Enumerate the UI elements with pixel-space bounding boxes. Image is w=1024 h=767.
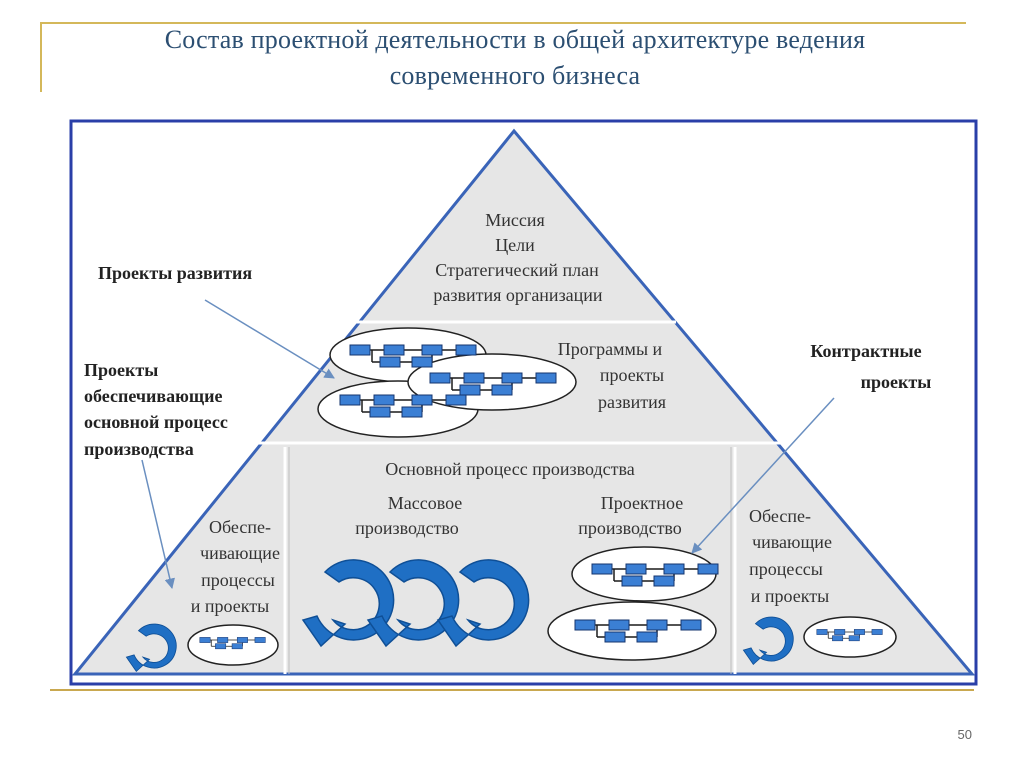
middle-projects: проекты bbox=[600, 365, 664, 385]
slide-title: Состав проектной деятельности в общей ар… bbox=[40, 22, 990, 94]
right-support-line-1: Обеспе- bbox=[749, 506, 811, 526]
right-support-line-2: чивающие bbox=[752, 532, 832, 552]
title-left-rule bbox=[40, 22, 42, 92]
apex-mission: Миссия bbox=[485, 210, 545, 230]
bottom-rule bbox=[50, 689, 974, 691]
callout-development-projects: Проекты развития bbox=[98, 263, 252, 283]
project-production-line-2: производство bbox=[578, 518, 682, 538]
title-top-rule bbox=[40, 22, 966, 24]
base-heading: Основной процесс производства bbox=[385, 459, 635, 479]
left-support-line-4: и проекты bbox=[191, 596, 269, 616]
arrow-contract-projects bbox=[691, 397, 835, 554]
callout-supporting-line-2: обеспечивающие bbox=[84, 386, 222, 406]
apex-strategic-plan: Стратегический план bbox=[435, 260, 599, 280]
callout-supporting-line-1: Проекты bbox=[84, 360, 158, 380]
arrow-supporting-projects bbox=[141, 459, 175, 590]
left-support-line-1: Обеспе- bbox=[209, 517, 271, 537]
apex-goals: Цели bbox=[495, 235, 535, 255]
slide-title-line-1: Состав проектной деятельности в общей ар… bbox=[164, 25, 866, 54]
callout-contract-line-1: Контрактные bbox=[810, 341, 921, 361]
middle-programs: Программы и bbox=[558, 339, 663, 359]
callout-supporting-line-4: производства bbox=[84, 439, 194, 459]
mass-production-line-2: производство bbox=[355, 518, 459, 538]
right-support-line-4: и проекты bbox=[751, 586, 829, 606]
arrow-development-projects bbox=[204, 299, 335, 379]
right-support-line-3: процессы bbox=[749, 559, 823, 579]
project-ellipse-2 bbox=[547, 601, 717, 661]
callout-contract-line-2: проекты bbox=[861, 372, 932, 392]
page-number: 50 bbox=[957, 727, 972, 742]
callout-supporting-line-3: основной процесс bbox=[84, 412, 228, 432]
slide-title-line-2: современного бизнеса bbox=[389, 61, 641, 90]
left-support-line-2: чивающие bbox=[200, 543, 280, 563]
middle-development: развития bbox=[598, 392, 666, 412]
project-production-line-1: Проектное bbox=[601, 493, 683, 513]
mass-production-line-1: Массовое bbox=[388, 493, 463, 513]
left-support-line-3: процессы bbox=[201, 570, 275, 590]
apex-development: развития организации bbox=[433, 285, 603, 305]
